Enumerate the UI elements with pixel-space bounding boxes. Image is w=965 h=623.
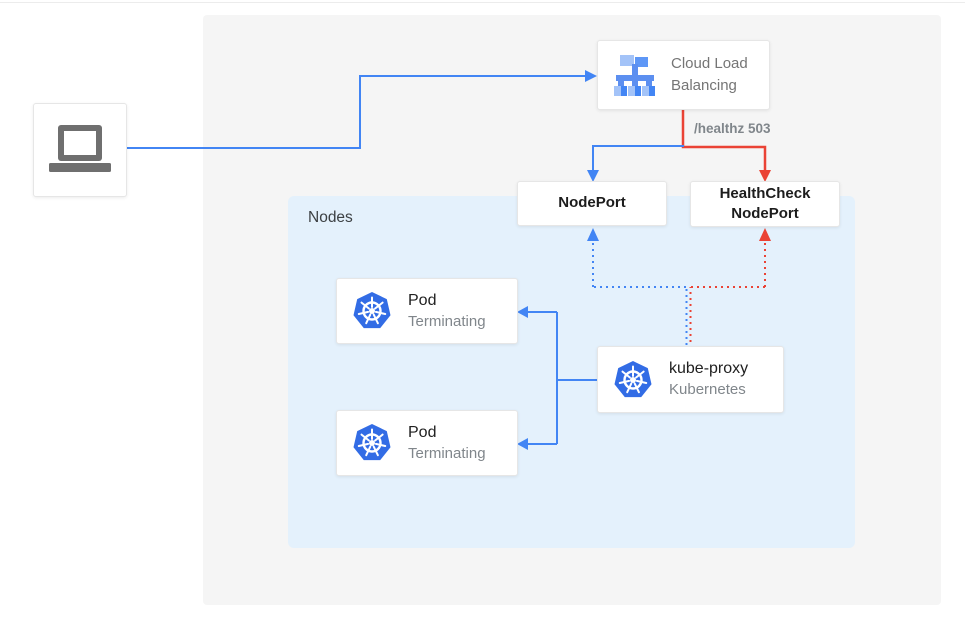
kubernetes-icon [352,291,392,331]
kubernetes-icon [352,423,392,463]
pod-title: Pod [408,291,437,309]
top-divider [0,2,965,3]
cloud-load-balancing-icon [613,54,657,96]
pod-status: Terminating [408,312,486,330]
nodeport-node: NodePort [517,181,667,226]
kube-proxy-title: kube-proxy [669,360,749,378]
client-node [33,103,127,197]
laptop-icon [47,123,113,177]
healthcheck-nodeport-label: HealthCheck NodePort [719,184,811,222]
cloud-load-balancing-node: Cloud Load Balancing [597,40,770,110]
pod-node-1: Pod Terminating [336,278,518,344]
healthz-status-label: /healthz 503 [694,121,771,136]
pod-node-2: Pod Terminating [336,410,518,476]
nodeport-label: NodePort [558,194,626,212]
kube-proxy-subtitle: Kubernetes [669,381,746,399]
kube-proxy-node: kube-proxy Kubernetes [597,346,784,413]
cloud-load-balancing-label: Cloud Load Balancing [671,55,748,94]
pod-title: Pod [408,423,437,441]
nodes-group-label: Nodes [308,209,353,226]
pod-status: Terminating [408,444,486,462]
kubernetes-icon [613,360,653,400]
healthcheck-nodeport-node: HealthCheck NodePort [690,181,840,227]
